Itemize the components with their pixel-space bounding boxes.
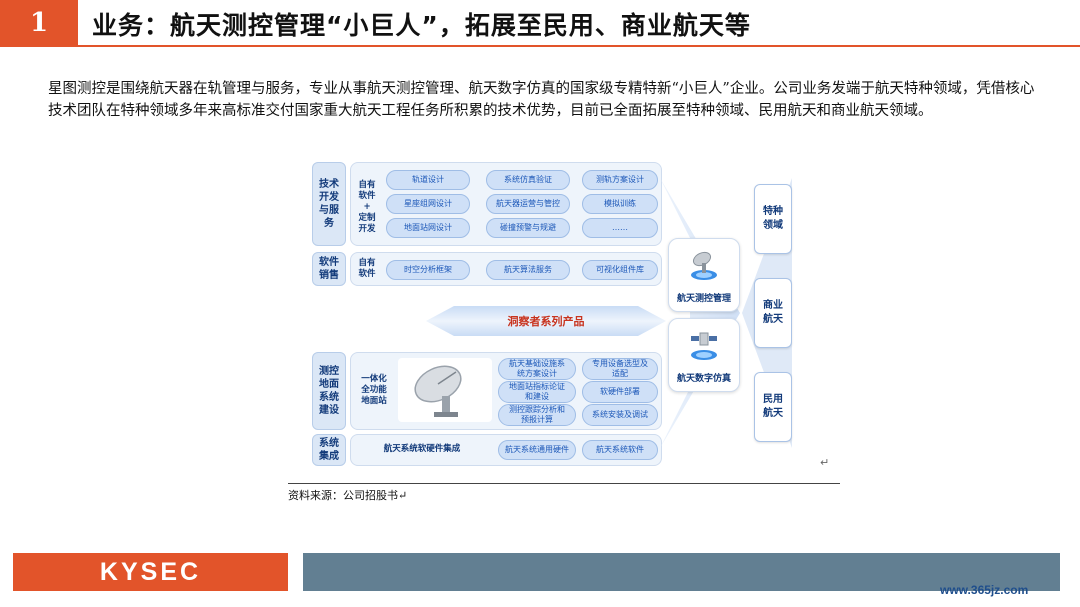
source-return-mark: ↵ bbox=[398, 489, 408, 502]
service-label: 航天数字仿真 bbox=[676, 374, 731, 384]
product-band: 洞察者系列产品 bbox=[426, 306, 666, 336]
integration-item: 航天系统软件 bbox=[582, 440, 658, 460]
tech-item: …… bbox=[582, 218, 658, 238]
tech-item: 模拟训练 bbox=[582, 194, 658, 214]
business-diagram: 技术 开发 与服 务 自有 软件 + 定制 开发 轨道设计 系统仿真验证 测轨方… bbox=[306, 158, 836, 470]
service-digital-simulation: 航天数字仿真 bbox=[668, 318, 740, 392]
antenna-icon bbox=[691, 251, 717, 280]
software-sales-label: 软件 销售 bbox=[312, 252, 346, 286]
field-civil: 民用 航天 bbox=[754, 372, 792, 442]
tech-item: 测轨方案设计 bbox=[582, 170, 658, 190]
ground-item: 航天基础设施系 统方案设计 bbox=[498, 358, 576, 380]
tech-service-sub: 自有 软件 + 定制 开发 bbox=[358, 180, 376, 234]
flow-arrow bbox=[660, 178, 740, 448]
header-divider bbox=[0, 45, 1080, 47]
page-title: 业务：航天测控管理“小巨人”，拓展至民用、商业航天等 bbox=[92, 11, 751, 40]
tech-item: 航天器运营与管控 bbox=[486, 194, 570, 214]
kysec-logo: KYSEC bbox=[13, 553, 288, 591]
tech-item: 轨道设计 bbox=[386, 170, 470, 190]
source-note: 资料来源：公司招股书↵ bbox=[288, 487, 407, 503]
satellite-dish-icon bbox=[398, 358, 492, 422]
tech-item: 地面站网设计 bbox=[386, 218, 470, 238]
ground-item: 测控跟踪分析和 预报计算 bbox=[498, 404, 576, 426]
ground-item: 软硬件部署 bbox=[582, 381, 658, 403]
service-label: 航天测控管理 bbox=[676, 294, 731, 304]
product-band-arrow bbox=[426, 306, 666, 336]
intro-paragraph: 星图测控是围绕航天器在轨管理与服务，专业从事航天测控管理、航天数字仿真的国家级专… bbox=[48, 81, 1035, 119]
tech-item: 系统仿真验证 bbox=[486, 170, 570, 190]
tech-item: 星座组网设计 bbox=[386, 194, 470, 214]
return-mark: ↵ bbox=[820, 456, 830, 469]
ground-system-sub: 一体化 全功能 地面站 bbox=[361, 374, 387, 406]
product-band-label: 洞察者系列产品 bbox=[507, 315, 585, 328]
source-text: 资料来源：公司招股书 bbox=[288, 489, 398, 502]
field-commercial: 商业 航天 bbox=[754, 278, 792, 348]
software-item: 时空分析框架 bbox=[386, 260, 470, 280]
software-sales-sub: 自有 软件 bbox=[358, 258, 376, 279]
software-item: 可视化组件库 bbox=[582, 260, 658, 280]
software-item: 航天算法服务 bbox=[486, 260, 570, 280]
watermark: www.365jz.com bbox=[940, 583, 1029, 597]
ground-item: 专用设备选型及 适配 bbox=[582, 358, 658, 380]
service-tc-management: 航天测控管理 bbox=[668, 238, 740, 312]
ground-system-label: 测控 地面 系统 建设 bbox=[312, 352, 346, 430]
source-divider bbox=[288, 483, 840, 484]
system-integration-label: 系统 集成 bbox=[312, 434, 346, 466]
footer-bar bbox=[303, 553, 1060, 591]
tech-service-label: 技术 开发 与服 务 bbox=[312, 162, 346, 246]
integration-item: 航天系统通用硬件 bbox=[498, 440, 576, 460]
section-number: 1 bbox=[0, 0, 78, 46]
ground-item: 系统安装及调试 bbox=[582, 404, 658, 426]
ground-item: 地面站指标论证 和建设 bbox=[498, 381, 576, 403]
system-integration-main: 航天系统软硬件集成 bbox=[383, 444, 461, 454]
tech-item: 碰撞预警与规避 bbox=[486, 218, 570, 238]
field-special: 特种 领域 bbox=[754, 184, 792, 254]
satellite-icon bbox=[691, 332, 717, 360]
